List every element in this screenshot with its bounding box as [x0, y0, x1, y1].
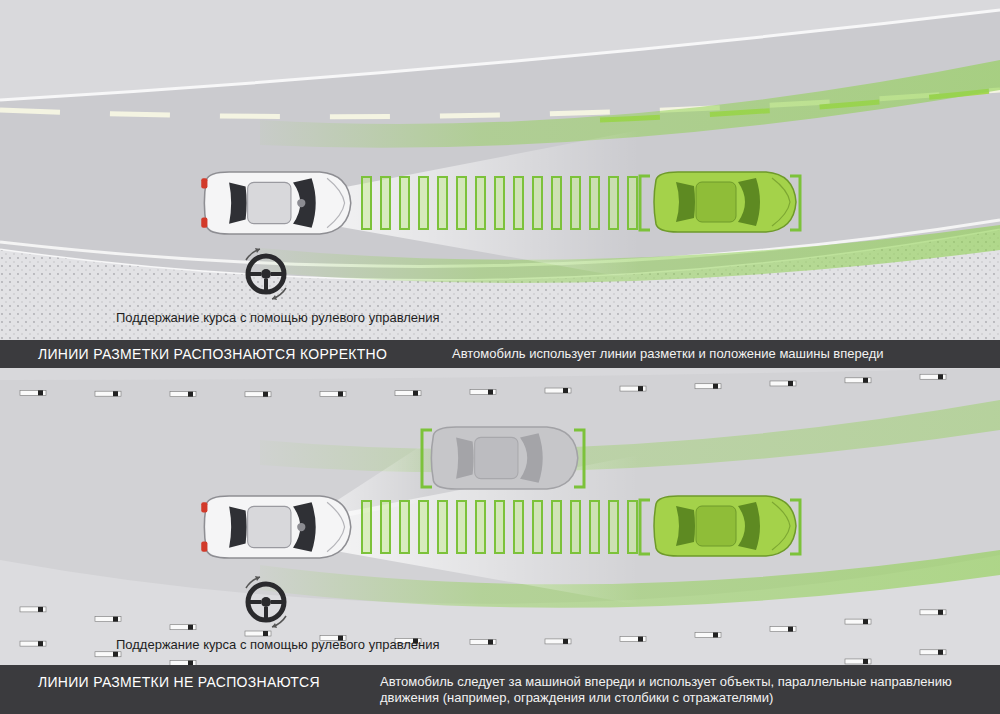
caption-band: ЛИНИИ РАЗМЕТКИ РАСПОЗНАЮТСЯ КОРРЕКТНО Авт… — [0, 340, 1000, 368]
function-label: Поддержание курса с помощью рулевого упр… — [116, 310, 440, 325]
caption-band: ЛИНИИ РАЗМЕТКИ НЕ РАСПОЗНАЮТСЯ Автомобиль… — [0, 665, 1000, 714]
band-heading: ЛИНИИ РАЗМЕТКИ НЕ РАСПОЗНАЮТСЯ — [38, 674, 320, 690]
function-label: Поддержание курса с помощью рулевого упр… — [116, 637, 440, 652]
band-heading: ЛИНИИ РАЗМЕТКИ РАСПОЗНАЮТСЯ КОРРЕКТНО — [38, 346, 387, 362]
reflector-posts — [20, 374, 946, 683]
band-description: Автомобиль следует за машиной впереди и … — [380, 674, 980, 706]
sensor-ladder — [362, 501, 637, 553]
sensor-ladder — [362, 177, 637, 229]
band-description: Автомобиль использует линии разметки и п… — [452, 346, 992, 362]
